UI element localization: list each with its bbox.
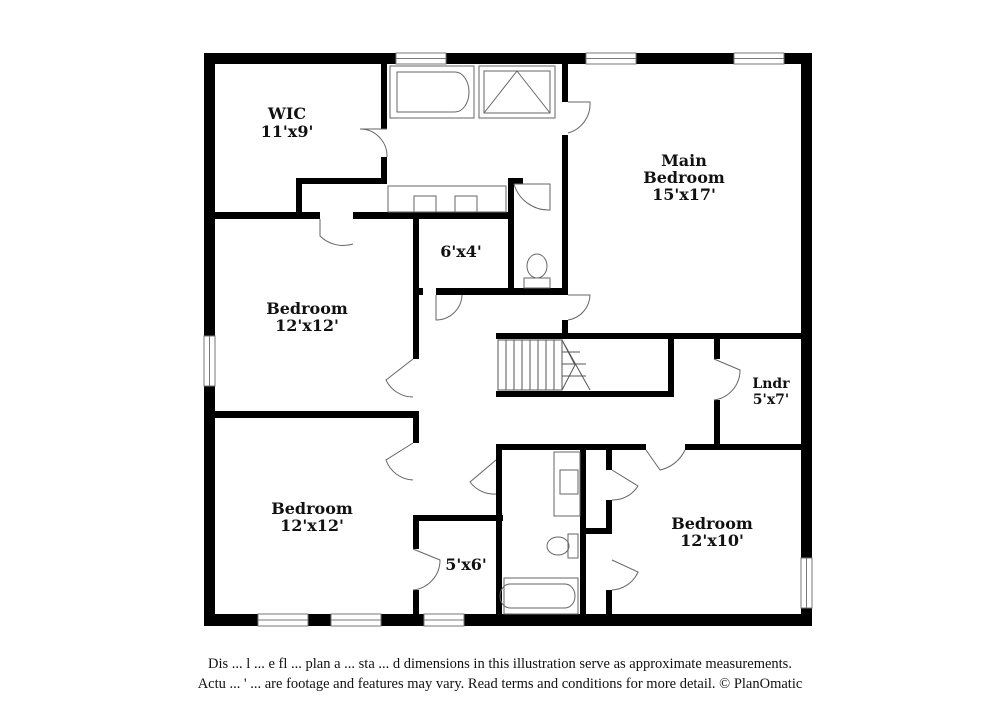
window-mullions (209, 58, 807, 621)
bedroom-upper-left-size: 12'x12' (275, 316, 339, 335)
laundry-size: 5'x7' (753, 392, 789, 408)
staircase (497, 339, 591, 391)
bedroom-lower-left-name: Bedroom (271, 499, 353, 518)
bathroom-fixtures (387, 65, 581, 615)
bedroom-upper-left-name: Bedroom (266, 299, 348, 318)
main-bedroom-name-line1: Main (661, 151, 707, 170)
bedroom-lower-right-size: 12'x10' (680, 531, 744, 550)
bedroom-lower-right-name: Bedroom (671, 514, 753, 533)
wic-size: 11'x9' (261, 122, 314, 141)
bedroom-lower-left-size: 12'x12' (280, 516, 344, 535)
disclaimer-line-1: Dis ... l ... e fl ... plan a ... sta ..… (208, 656, 792, 672)
closet-hall-size: 6'x4' (440, 242, 482, 261)
laundry-name: Lndr (752, 376, 790, 392)
main-bedroom-name-line2: Bedroom (643, 168, 725, 187)
room-labels: WIC 11'x9' Main Bedroom 15'x17' 6'x4' Be… (261, 104, 791, 574)
wic-name: WIC (267, 104, 306, 123)
main-bedroom-size: 15'x17' (652, 185, 716, 204)
door-swings (319, 101, 741, 591)
floor-plan: WIC 11'x9' Main Bedroom 15'x17' 6'x4' Be… (203, 52, 813, 627)
closet-small-size: 5'x6' (445, 555, 487, 574)
disclaimer-line-2: Actu ... ' ... are footage and features … (197, 676, 803, 692)
interior-walls (215, 64, 812, 614)
